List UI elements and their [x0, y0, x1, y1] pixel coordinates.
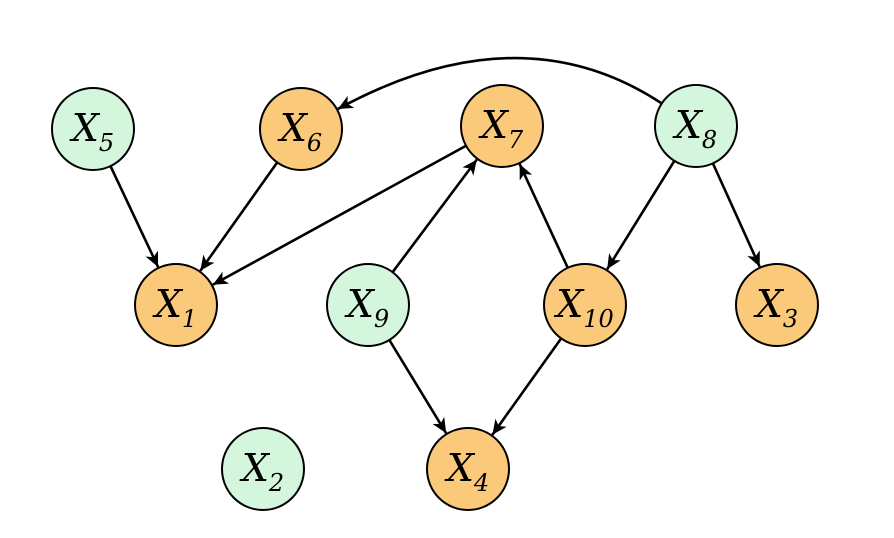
node-x9: X9	[326, 263, 410, 347]
node-x6: X6	[259, 87, 343, 171]
node-label-subscript: 5	[99, 129, 114, 157]
node-label-x6: X6	[277, 106, 322, 157]
node-circle-x1	[134, 263, 218, 347]
node-label-base: X	[478, 103, 510, 147]
node-label-x3: X3	[753, 282, 798, 333]
node-circle-x6	[259, 87, 343, 171]
node-label-subscript: 4	[473, 469, 489, 497]
node-circle-x4	[426, 427, 510, 511]
edge-x8-to-x10	[606, 160, 676, 270]
node-label-base: X	[69, 106, 101, 150]
node-label-base: X	[344, 282, 376, 326]
node-label-subscript: 10	[583, 305, 614, 333]
node-x2: X2	[221, 427, 305, 511]
node-x7: X7	[460, 84, 544, 168]
node-label-x8: X8	[672, 103, 717, 154]
node-x1: X1	[134, 263, 218, 347]
node-label-x10: X10	[553, 282, 614, 333]
node-label-subscript: 6	[307, 129, 322, 157]
node-label-base: X	[239, 446, 271, 490]
edge-x5-to-x1	[109, 165, 160, 268]
edge-x10-to-x4	[491, 337, 563, 436]
node-label-subscript: 9	[374, 305, 389, 333]
node-label-base: X	[753, 282, 785, 326]
node-circle-x5	[51, 87, 135, 171]
node-label-x5: X5	[69, 106, 114, 157]
edge-x8-to-x6	[337, 56, 663, 111]
node-label-subscript: 7	[508, 126, 524, 154]
node-circle-x10	[543, 263, 627, 347]
node-x3: X3	[735, 263, 819, 347]
node-x5: X5	[51, 87, 135, 171]
node-circle-x9	[326, 263, 410, 347]
node-circle-x8	[654, 84, 738, 168]
node-label-subscript: 8	[702, 126, 717, 154]
node-label-x4: X4	[444, 446, 489, 497]
node-x8: X8	[654, 84, 738, 168]
edge-x10-to-x7	[518, 163, 569, 269]
node-label-subscript: 1	[182, 305, 197, 333]
edge-x9-to-x7	[391, 158, 478, 273]
node-label-base: X	[277, 106, 309, 150]
node-label-x7: X7	[478, 103, 524, 154]
edge-x6-to-x1	[199, 161, 279, 272]
edge-x8-to-x3	[711, 162, 761, 268]
node-label-x9: X9	[344, 282, 389, 333]
node-circle-x7	[460, 84, 544, 168]
node-circle-x2	[221, 427, 305, 511]
node-label-x1: X1	[152, 282, 197, 333]
node-label-base: X	[152, 282, 184, 326]
node-label-subscript: 2	[268, 469, 284, 497]
node-label-subscript: 3	[783, 305, 798, 333]
node-label-base: X	[444, 446, 476, 490]
node-circle-x3	[735, 263, 819, 347]
node-x10: X10	[543, 263, 627, 347]
edge-x9-to-x4	[388, 339, 448, 434]
node-label-x2: X2	[239, 446, 284, 497]
edge-x7-to-x1	[212, 144, 467, 286]
node-x4: X4	[426, 427, 510, 511]
node-label-base: X	[672, 103, 704, 147]
node-label-base: X	[553, 282, 585, 326]
edges	[109, 56, 761, 436]
